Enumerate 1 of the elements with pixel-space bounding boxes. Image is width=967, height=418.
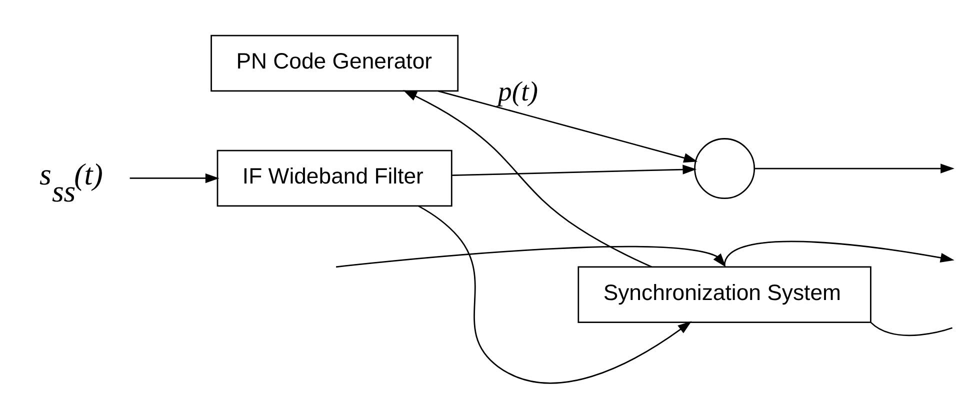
edge-label: p(t) bbox=[498, 75, 538, 106]
